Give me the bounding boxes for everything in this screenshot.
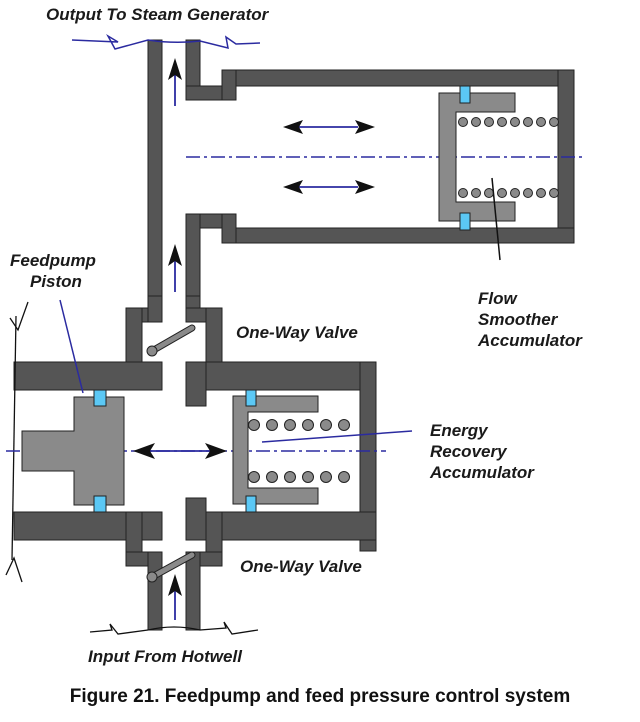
flow-smoother-spring — [458, 117, 559, 198]
piston-seal-top — [93, 389, 107, 407]
spring-coil — [510, 188, 520, 198]
flow-seal-top — [459, 85, 471, 104]
flow-smoother-top-wall — [221, 69, 575, 87]
spring-coil — [497, 117, 507, 127]
spring-coil — [536, 117, 546, 127]
spring-coil — [484, 117, 494, 127]
inlet-break-line-left — [89, 623, 149, 635]
inlet-pipe-left-wall — [147, 551, 163, 631]
spring-coil — [248, 419, 260, 431]
oscillation-arrow-lower — [283, 180, 375, 194]
spring-coil — [484, 188, 494, 198]
cross-bottom-right-lip — [185, 497, 207, 541]
flow-arrow-outlet-top — [168, 58, 182, 106]
oscillation-arrow-upper — [283, 120, 375, 134]
spring-coil — [338, 471, 350, 483]
spring-coil — [302, 419, 314, 431]
spring-coil — [471, 117, 481, 127]
input-label: Input From Hotwell — [88, 647, 242, 666]
spring-coil — [523, 188, 533, 198]
inlet-break-line-right — [147, 621, 259, 635]
spring-coil — [549, 188, 559, 198]
spring-coil — [510, 117, 520, 127]
flow-seal-bottom — [459, 212, 471, 231]
pump-cylinder-top-wall-left — [13, 361, 163, 391]
spring-coil — [284, 419, 296, 431]
pump-cylinder-top-wall-right — [185, 361, 377, 391]
spring-coil — [266, 419, 278, 431]
flow-smoother-bottom-corner — [221, 213, 237, 244]
flow-arrow-outlet-lower — [168, 244, 182, 292]
spring-coil — [497, 188, 507, 198]
flow-smoother-label-line2: Smoother — [478, 310, 558, 329]
energy-recovery-spring — [248, 419, 350, 483]
feedpump-piston — [21, 396, 125, 506]
spring-coil — [549, 117, 559, 127]
outlet-pipe-right-wall-lower — [185, 213, 201, 303]
energy-recovery-label-line3: Accumulator — [430, 463, 534, 482]
piston-stroke-arrow — [133, 443, 227, 459]
flow-smoother-piston — [438, 92, 516, 222]
inlet-pipe-right-wall — [185, 551, 201, 631]
spring-coil — [536, 188, 546, 198]
flow-arrow-inlet — [168, 574, 182, 620]
flow-smoother-top-corner — [221, 69, 237, 101]
energy-seal-top — [245, 389, 257, 407]
spring-coil — [471, 188, 481, 198]
outlet-pipe-left-wall — [147, 39, 163, 303]
lower-valve-flapper — [146, 551, 196, 583]
upper-valve-right-chamber-wall — [205, 307, 223, 363]
cylinder-break-zig-top — [9, 301, 29, 332]
cross-top-right-lip — [185, 361, 207, 407]
lower-valve-label: One-Way Valve — [240, 557, 362, 576]
upper-valve-left-neck — [147, 295, 163, 323]
piston-seal-bottom — [93, 495, 107, 513]
spring-coil — [523, 117, 533, 127]
feedpump-piston-label-line2: Piston — [30, 272, 82, 291]
flow-smoother-label-line3: Accumulator — [478, 331, 582, 350]
figure-caption: Figure 21. Feedpump and feed pressure co… — [69, 686, 571, 707]
spring-coil — [458, 117, 468, 127]
spring-coil — [458, 188, 468, 198]
feedpump-piston-leader — [59, 299, 84, 394]
flow-smoother-bottom-wall — [221, 227, 575, 244]
spring-coil — [248, 471, 260, 483]
spring-coil — [302, 471, 314, 483]
feedpump-piston-label-line1: Feedpump — [10, 251, 96, 270]
flow-smoother-leader — [491, 177, 501, 261]
flow-smoother-label: Flow Smoother Accumulator — [478, 288, 582, 351]
energy-seal-bottom — [245, 495, 257, 513]
feedpump-piston-label: Feedpump Piston — [10, 250, 96, 292]
upper-valve-flapper — [146, 324, 196, 357]
upper-valve-label: One-Way Valve — [236, 323, 358, 342]
energy-recovery-label-line1: Energy — [430, 421, 488, 440]
energy-recovery-leader — [261, 430, 413, 443]
energy-recovery-label-line2: Recovery — [430, 442, 507, 461]
outlet-break-line — [71, 33, 261, 50]
cylinder-break-line — [11, 315, 17, 561]
cylinder-break-zig-bottom — [5, 556, 23, 583]
spring-coil — [320, 471, 332, 483]
energy-recovery-label: Energy Recovery Accumulator — [430, 420, 534, 483]
spring-coil — [266, 471, 278, 483]
flow-smoother-label-line1: Flow — [478, 289, 517, 308]
spring-coil — [320, 419, 332, 431]
upper-valve-left-chamber-wall — [125, 307, 143, 363]
energy-accumulator-end-wall — [359, 361, 377, 552]
spring-coil — [284, 471, 296, 483]
output-label: Output To Steam Generator — [46, 5, 269, 24]
spring-coil — [338, 419, 350, 431]
energy-recovery-piston — [232, 395, 319, 505]
